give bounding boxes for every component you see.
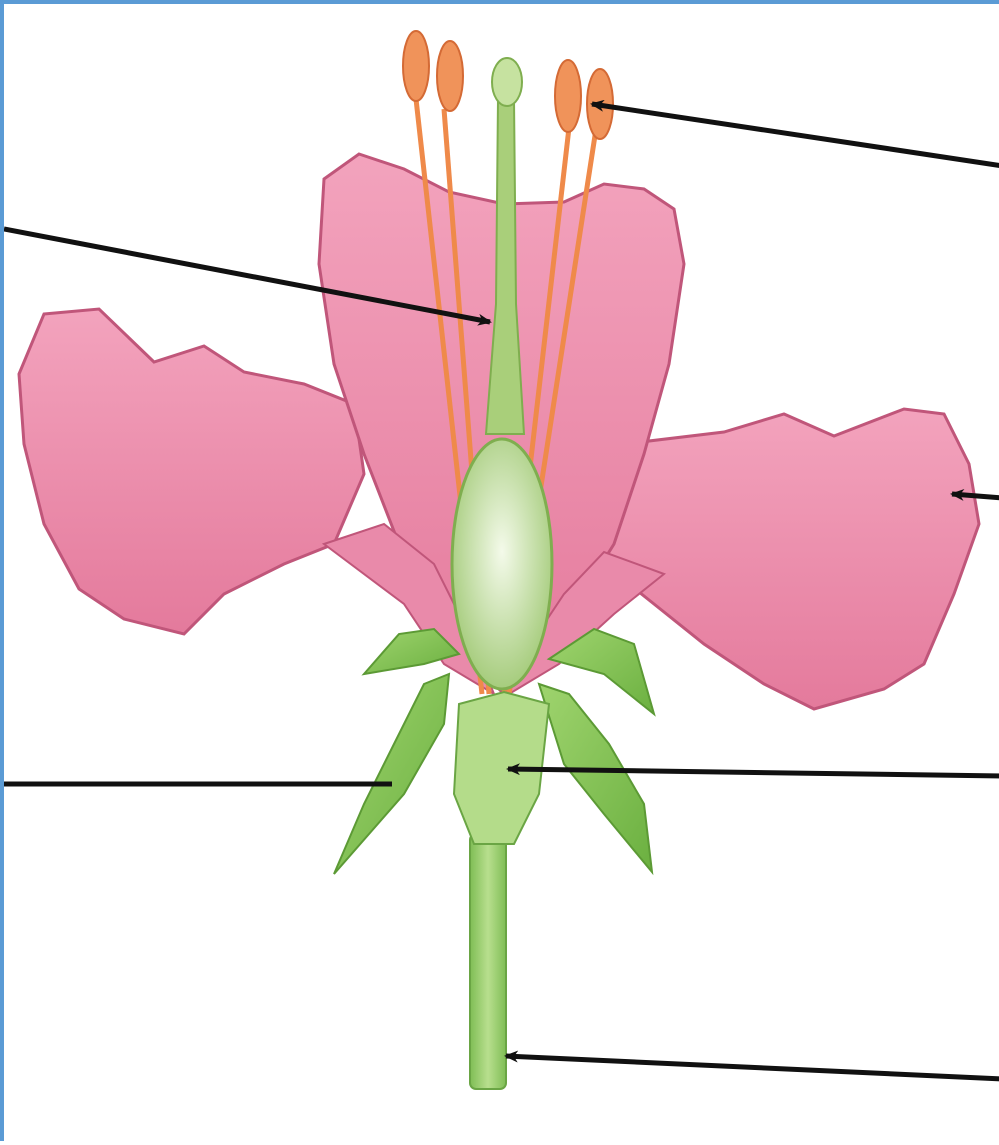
anther-1 [403,31,429,101]
stalk-pointer [506,1056,999,1079]
sepal-left [334,674,449,874]
anther-pointer [592,104,999,166]
petal-right [594,409,979,709]
flower-diagram [4,4,999,1145]
ovary [452,439,552,689]
sepal-right [539,684,652,872]
anther-3 [555,60,581,132]
stigma [492,58,522,106]
anther-2 [437,41,463,111]
petal-left [19,309,364,634]
stalk [470,834,506,1089]
